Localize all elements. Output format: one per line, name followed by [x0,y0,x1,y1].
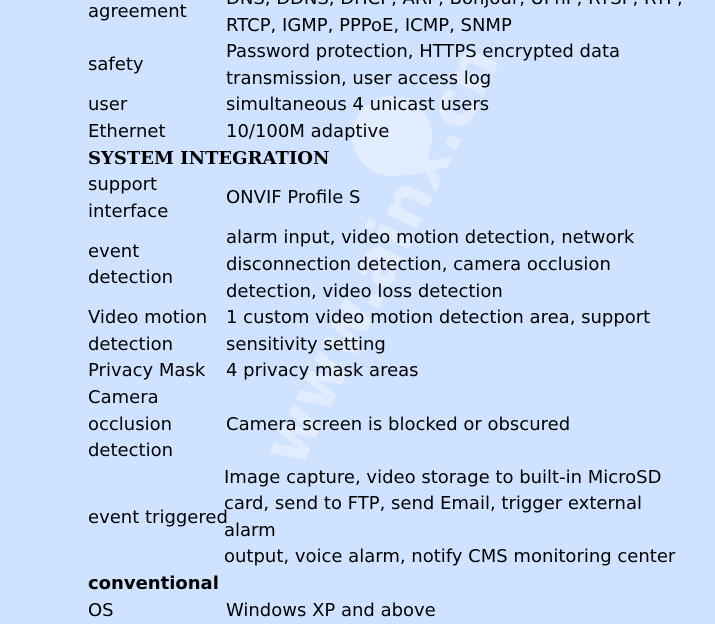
row-safety: safety Password protection, HTTPS encryp… [88,39,698,92]
row-key: event triggered [88,506,228,528]
row-event-triggered: event triggered Image capture, video sto… [88,465,698,571]
row-key: support interface [88,174,169,222]
row-key: event detection [88,240,174,289]
row-privacy-mask: Privacy Mask 4 privacy mask areas [88,358,698,385]
row-key: OS [88,599,114,621]
row-key: Video motion detection [88,307,208,355]
row-agreement: agreement DNS, DDNS, DHCP, ARP, Bonjour,… [88,0,698,39]
row-key: Camera occlusion detection [88,386,174,462]
row-value: Image capture, video storage to built-in… [224,466,676,568]
row-value: 10/100M adaptive [226,120,390,142]
row-key: user [88,94,128,116]
spec-table: agreement DNS, DDNS, DHCP, ARP, Bonjour,… [88,0,698,624]
row-event-detection: event detection alarm input, video motio… [88,225,698,305]
row-key: Ethernet [88,120,166,142]
row-support-interface: support interface ONVIF Profile S [88,172,698,225]
row-os: OS Windows XP and above [88,598,698,624]
row-value: alarm input, video motion detection, net… [226,227,635,302]
section-heading-conventional: conventional [88,573,219,595]
row-value: ONVIF Profile S [226,187,361,209]
row-camera-occlusion-detection: Camera occlusion detection Camera screen… [88,385,698,465]
row-key: Privacy Mask [88,360,206,382]
row-value: simultaneous 4 unicast users [226,94,490,116]
row-value: Password protection, HTTPS encrypted dat… [226,41,621,89]
section-heading-system-integration: SYSTEM INTEGRATION [88,147,330,169]
row-ethernet: Ethernet 10/100M adaptive [88,119,698,146]
row-value: DNS, DDNS, DHCP, ARP, Bonjour, UPnP, RTS… [226,0,683,36]
row-video-motion-detection: Video motion detection 1 custom video mo… [88,305,698,358]
row-user: user simultaneous 4 unicast users [88,92,698,119]
row-key: safety [88,54,144,76]
row-value: 4 privacy mask areas [226,360,419,382]
row-value: Windows XP and above [226,599,436,621]
row-key: agreement [88,1,187,23]
row-value: 1 custom video motion detection area, su… [226,307,651,355]
row-value: Camera screen is blocked or obscured [226,413,571,435]
